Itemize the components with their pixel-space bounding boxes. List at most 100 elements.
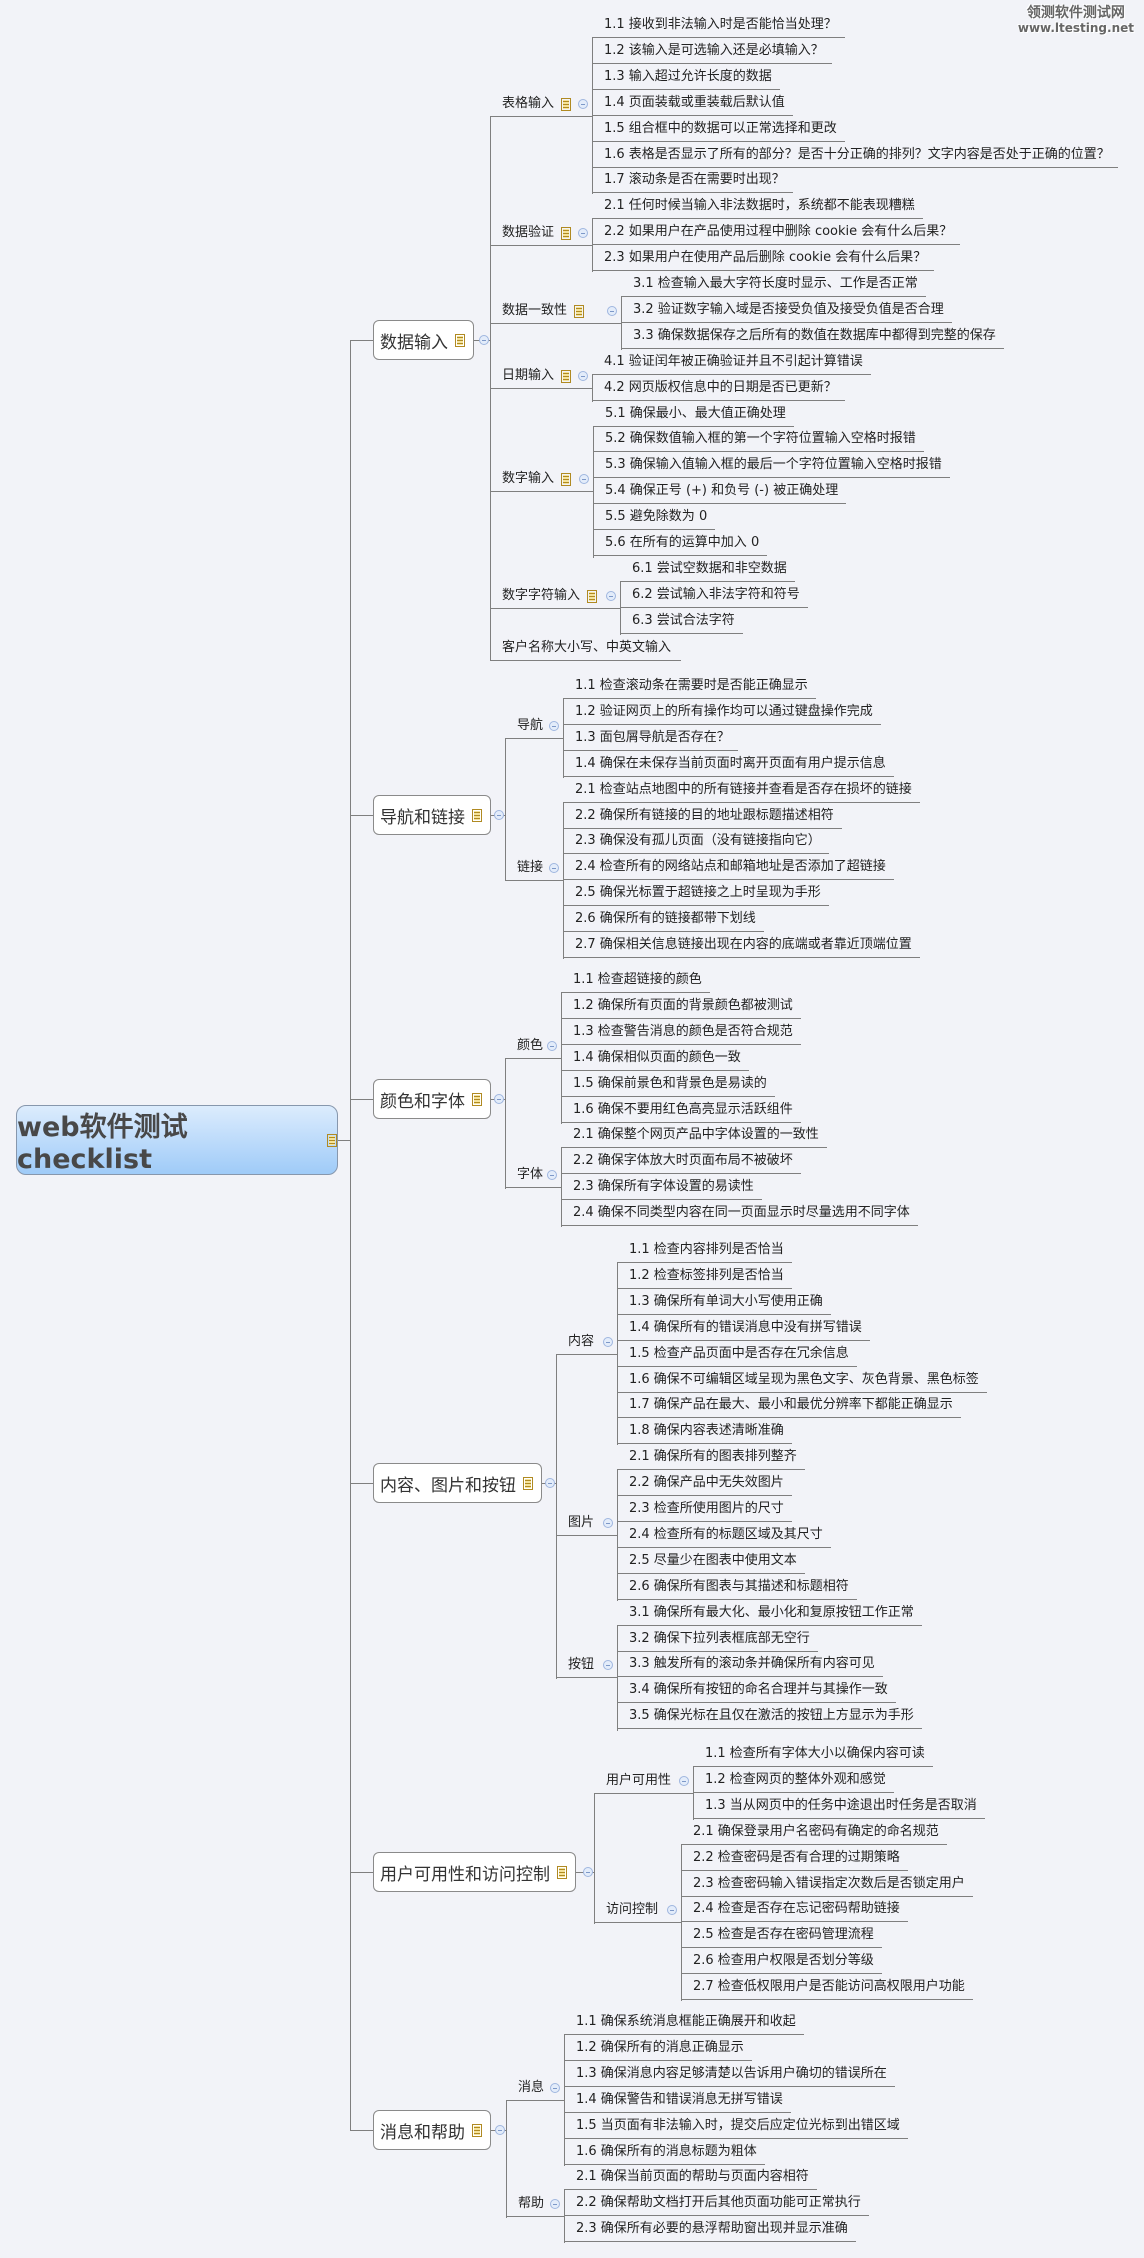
checklist-item[interactable]: 2.6 检查用户权限是否划分等级 <box>681 1949 882 1974</box>
checklist-item[interactable]: 6.2 尝试输入非法字符和符号 <box>620 583 808 608</box>
subtopic-3[interactable]: 数据一致性 <box>490 299 621 324</box>
root-topic[interactable]: web软件测试checklist <box>16 1105 338 1175</box>
collapse-toggle-icon[interactable] <box>679 1776 689 1786</box>
checklist-item[interactable]: 2.2 如果用户在产品使用过程中删除 cookie 会有什么后果？ <box>592 220 961 245</box>
checklist-item[interactable]: 3.2 验证数字输入域是否接受负值及接受负值是否合理 <box>621 298 952 323</box>
collapse-toggle-icon[interactable] <box>494 1094 504 1104</box>
checklist-item[interactable]: 1.4 确保相似页面的颜色一致 <box>561 1046 749 1071</box>
collapse-toggle-icon[interactable] <box>545 1478 555 1488</box>
note-icon[interactable] <box>327 1133 337 1147</box>
checklist-item[interactable]: 5.2 确保数值输入框的第一个字符位置输入空格时报错 <box>593 427 924 452</box>
checklist-item[interactable]: 3.1 确保所有最大化、最小化和复原按钮工作正常 <box>617 1601 922 1626</box>
subtopic-1[interactable]: 表格输入 <box>490 92 592 117</box>
checklist-item[interactable]: 3.5 确保光标在且仅在激活的按钮上方显示为手形 <box>617 1704 922 1729</box>
checklist-item[interactable]: 1.6 表格是否显示了所有的部分？是否十分正确的排列？文字内容是否处于正确的位置… <box>592 143 1118 168</box>
checklist-item[interactable]: 2.4 检查是否存在忘记密码帮助链接 <box>681 1897 908 1922</box>
note-icon[interactable] <box>561 472 572 486</box>
branch-1[interactable]: 数据输入 <box>373 320 474 360</box>
collapse-toggle-icon[interactable] <box>606 591 616 601</box>
collapse-toggle-icon[interactable] <box>479 335 489 345</box>
checklist-item[interactable]: 1.5 检查产品页面中是否存在冗余信息 <box>617 1342 857 1367</box>
checklist-item[interactable]: 2.3 检查密码输入错误指定次数后是否锁定用户 <box>681 1872 973 1897</box>
subtopic-2[interactable]: 访问控制 <box>594 1898 681 1923</box>
subtopic-1[interactable]: 内容 <box>556 1330 617 1355</box>
checklist-item[interactable]: 6.3 尝试合法字符 <box>620 609 743 634</box>
checklist-item[interactable]: 1.1 检查内容排列是否恰当 <box>617 1238 792 1263</box>
checklist-item[interactable]: 1.3 当从网页中的任务中途退出时任务是否取消 <box>693 1794 985 1819</box>
note-icon[interactable] <box>472 808 482 822</box>
checklist-item[interactable]: 2.1 确保当前页面的帮助与页面内容相符 <box>564 2165 817 2190</box>
subtopic-2[interactable]: 帮助 <box>506 2192 564 2217</box>
collapse-toggle-icon[interactable] <box>603 1518 613 1528</box>
checklist-item[interactable]: 2.2 确保字体放大时页面布局不被破坏 <box>561 1149 801 1174</box>
checklist-item[interactable]: 1.2 确保所有页面的背景颜色都被测试 <box>561 994 801 1019</box>
checklist-item[interactable]: 2.3 确保所有必要的悬浮帮助窗出现并显示准确 <box>564 2217 856 2242</box>
note-icon[interactable] <box>557 1865 567 1879</box>
branch-4[interactable]: 内容、图片和按钮 <box>373 1463 542 1503</box>
checklist-item[interactable]: 1.1 检查滚动条在需要时是否能正确显示 <box>563 674 816 699</box>
checklist-item[interactable]: 2.2 确保帮助文档打开后其他页面功能可正常执行 <box>564 2191 869 2216</box>
checklist-item[interactable]: 2.1 确保整个网页产品中字体设置的一致性 <box>561 1123 827 1148</box>
note-icon[interactable] <box>472 1092 482 1106</box>
collapse-toggle-icon[interactable] <box>583 1867 593 1877</box>
note-icon[interactable] <box>472 2123 482 2137</box>
checklist-item[interactable]: 5.1 确保最小、最大值正确处理 <box>593 402 794 427</box>
collapse-toggle-icon[interactable] <box>578 228 588 238</box>
collapse-toggle-icon[interactable] <box>550 2083 560 2093</box>
note-icon[interactable] <box>574 304 585 318</box>
checklist-item[interactable]: 2.2 确保产品中无失效图片 <box>617 1471 792 1496</box>
checklist-item[interactable]: 2.4 检查所有的网络站点和邮箱地址是否添加了超链接 <box>563 855 894 880</box>
checklist-item[interactable]: 1.3 确保所有单词大小写使用正确 <box>617 1290 831 1315</box>
collapse-toggle-icon[interactable] <box>607 306 617 316</box>
checklist-item[interactable]: 2.2 检查密码是否有合理的过期策略 <box>681 1846 908 1871</box>
subtopic-5[interactable]: 数字输入 <box>490 467 593 492</box>
note-icon[interactable] <box>455 333 465 347</box>
checklist-item[interactable]: 2.5 尽量少在图表中使用文本 <box>617 1549 805 1574</box>
checklist-item[interactable]: 1.3 面包屑导航是否存在？ <box>563 726 738 751</box>
note-icon[interactable] <box>587 589 598 603</box>
checklist-item[interactable]: 5.6 在所有的运算中加入 0 <box>593 531 768 556</box>
note-icon[interactable] <box>561 226 572 240</box>
checklist-item[interactable]: 1.1 检查所有字体大小以确保内容可读 <box>693 1742 933 1767</box>
collapse-toggle-icon[interactable] <box>549 863 559 873</box>
branch-3[interactable]: 颜色和字体 <box>373 1079 491 1119</box>
checklist-item[interactable]: 3.2 确保下拉列表框底部无空行 <box>617 1627 818 1652</box>
checklist-item[interactable]: 4.1 验证闰年被正确验证并且不引起计算错误 <box>592 350 871 375</box>
checklist-item[interactable]: 2.2 确保所有链接的目的地址跟标题描述相符 <box>563 804 842 829</box>
subtopic-1[interactable]: 颜色 <box>505 1034 561 1059</box>
checklist-item[interactable]: 1.5 当页面有非法输入时，提交后应定位光标到出错区域 <box>564 2114 908 2139</box>
checklist-item[interactable]: 2.7 确保相关信息链接出现在内容的底端或者靠近顶端位置 <box>563 933 920 958</box>
branch-5[interactable]: 用户可用性和访问控制 <box>373 1852 576 1892</box>
collapse-toggle-icon[interactable] <box>550 2199 560 2209</box>
subtopic-2[interactable]: 图片 <box>556 1511 617 1536</box>
subtopic-2[interactable]: 字体 <box>505 1163 561 1188</box>
checklist-item[interactable]: 2.1 检查站点地图中的所有链接并查看是否存在损坏的链接 <box>563 778 920 803</box>
checklist-item[interactable]: 2.1 任何时候当输入非法数据时，系统都不能表现糟糕 <box>592 194 923 219</box>
checklist-item[interactable]: 2.3 确保所有字体设置的易读性 <box>561 1175 762 1200</box>
checklist-item[interactable]: 1.2 检查标签排列是否恰当 <box>617 1264 792 1289</box>
checklist-item[interactable]: 1.2 检查网页的整体外观和感觉 <box>693 1768 894 1793</box>
subtopic-1[interactable]: 导航 <box>505 714 563 739</box>
collapse-toggle-icon[interactable] <box>547 1170 557 1180</box>
checklist-item[interactable]: 5.4 确保正号 (+) 和负号 (-) 被正确处理 <box>593 479 847 504</box>
checklist-item[interactable]: 6.1 尝试空数据和非空数据 <box>620 557 795 582</box>
checklist-item[interactable]: 1.6 确保所有的消息标题为粗体 <box>564 2140 765 2165</box>
subtopic-4[interactable]: 日期输入 <box>490 364 592 389</box>
checklist-item[interactable]: 2.4 检查所有的标题区域及其尺寸 <box>617 1523 831 1548</box>
subtopic-7[interactable]: 客户名称大小写、中英文输入 <box>490 636 682 661</box>
checklist-item[interactable]: 1.3 确保消息内容足够清楚以告诉用户确切的错误所在 <box>564 2062 895 2087</box>
checklist-item[interactable]: 1.6 确保不要用红色高亮显示活跃组件 <box>561 1098 801 1123</box>
checklist-item[interactable]: 1.7 滚动条是否在需要时出现？ <box>592 168 793 193</box>
checklist-item[interactable]: 1.3 输入超过允许长度的数据 <box>592 65 780 90</box>
collapse-toggle-icon[interactable] <box>547 1041 557 1051</box>
collapse-toggle-icon[interactable] <box>603 1660 613 1670</box>
checklist-item[interactable]: 1.5 组合框中的数据可以正常选择和更改 <box>592 117 845 142</box>
note-icon[interactable] <box>523 1476 533 1490</box>
subtopic-2[interactable]: 数据验证 <box>490 221 592 246</box>
branch-2[interactable]: 导航和链接 <box>373 795 491 835</box>
collapse-toggle-icon[interactable] <box>579 474 589 484</box>
checklist-item[interactable]: 2.4 确保不同类型内容在同一页面显示时尽量选用不同字体 <box>561 1201 918 1226</box>
checklist-item[interactable]: 1.1 检查超链接的颜色 <box>561 968 710 993</box>
checklist-item[interactable]: 2.6 确保所有的链接都带下划线 <box>563 907 764 932</box>
collapse-toggle-icon[interactable] <box>603 1337 613 1347</box>
